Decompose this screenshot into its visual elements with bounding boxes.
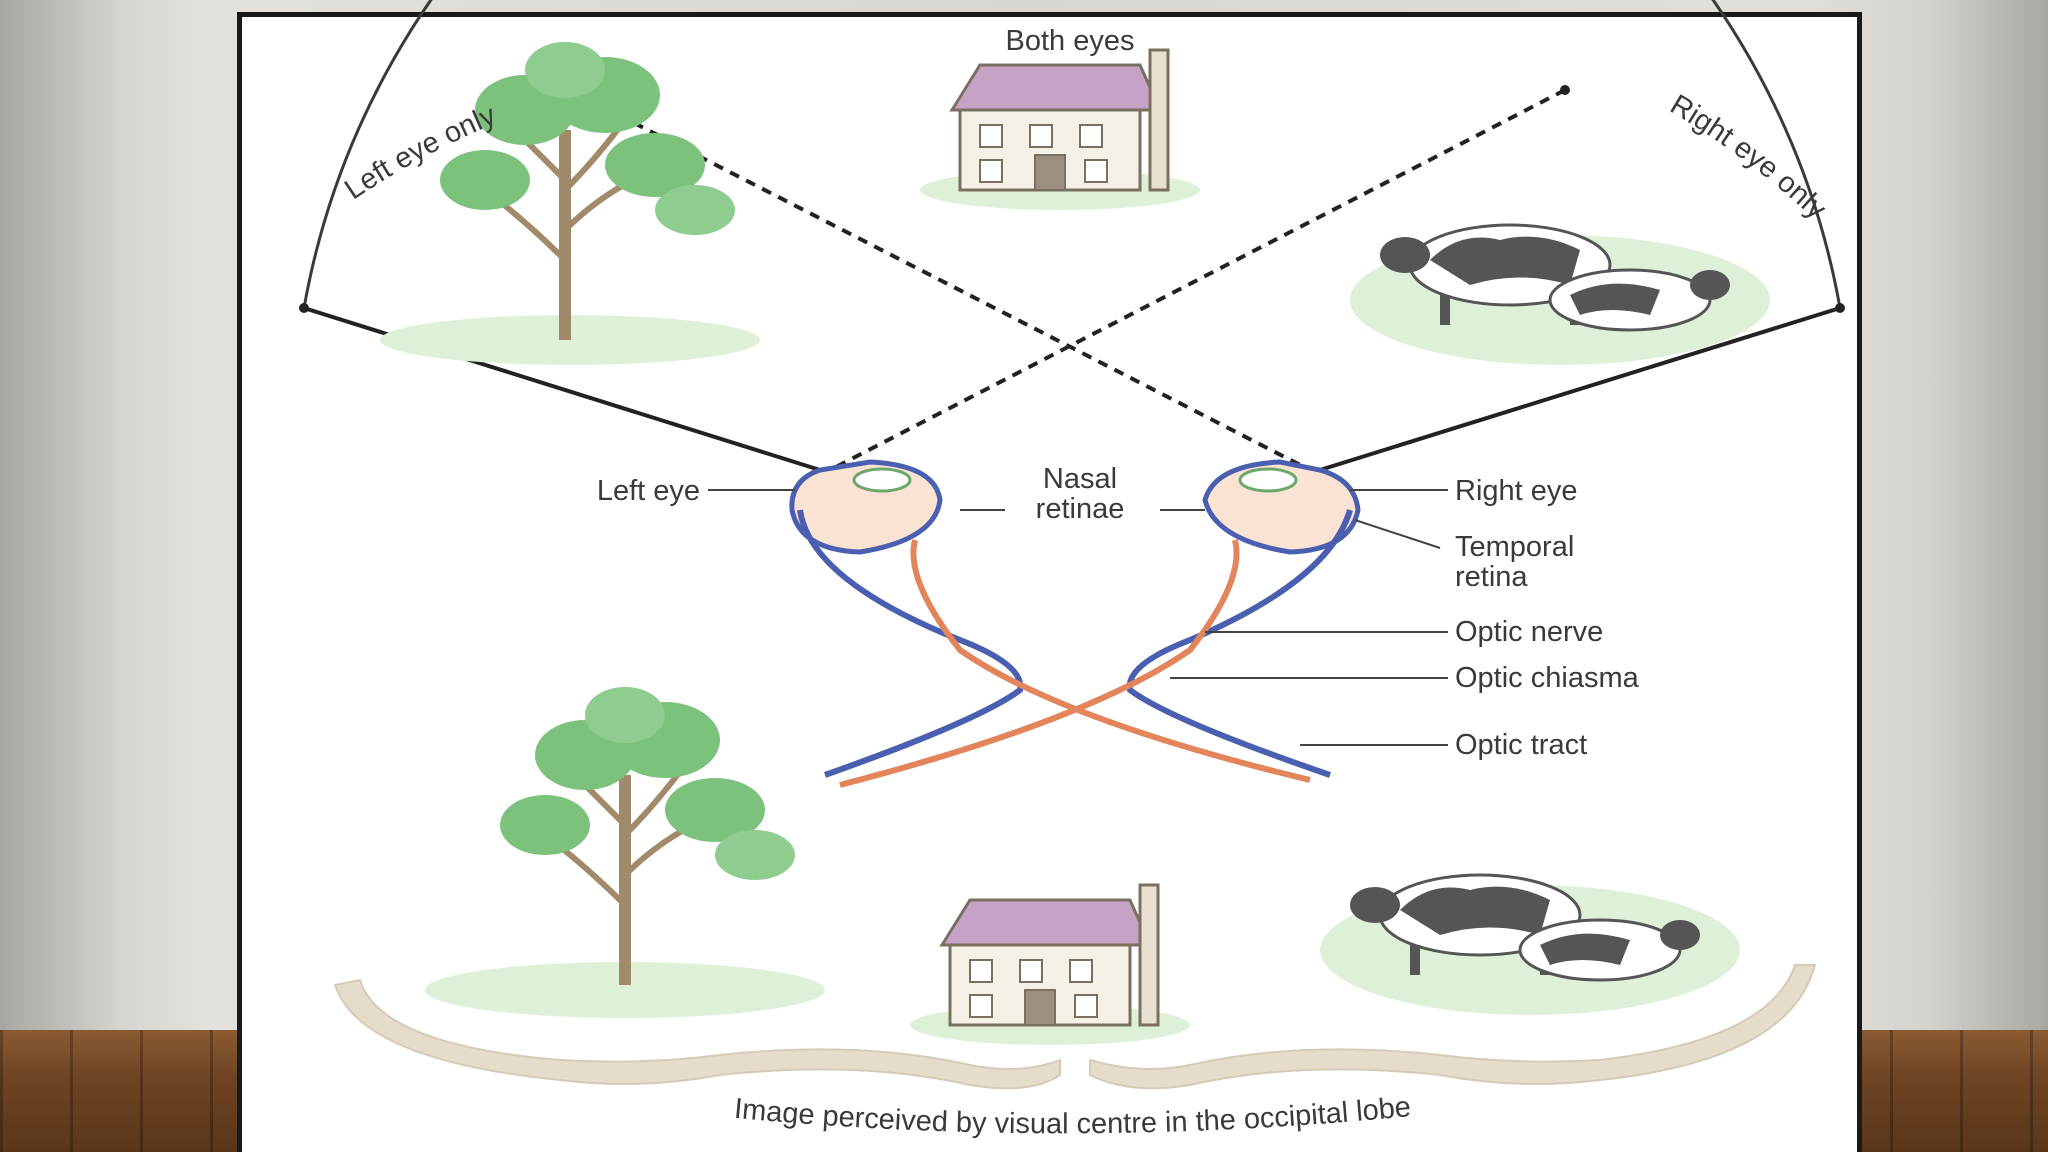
pointer-lines xyxy=(708,489,1448,746)
tree-illustration-bottom xyxy=(500,687,795,985)
left-eye-label: Left eye xyxy=(597,475,700,507)
nasal-retinae-label-line1: Nasal xyxy=(1043,463,1117,495)
tree-illustration-top xyxy=(440,42,735,340)
optic-tract-label: Optic tract xyxy=(1455,729,1587,761)
left-eyeball xyxy=(789,459,943,555)
right-nasal-pathway xyxy=(839,539,1240,788)
cows-illustration-bottom xyxy=(1318,873,1742,1017)
right-eyeball xyxy=(1202,459,1361,555)
temporal-retina-label-line1: Temporal xyxy=(1455,531,1574,563)
right-occipital-cortex xyxy=(1089,964,1817,1090)
right-eye-dashed-line xyxy=(829,88,1566,472)
house-illustration-top xyxy=(918,48,1202,212)
left-occipital-cortex xyxy=(333,978,1061,1090)
occipital-caption: Image perceived by visual centre in the … xyxy=(733,1091,1412,1140)
nasal-retinae-label-line2: retinae xyxy=(1036,493,1125,525)
temporal-retina-label-line2: retina xyxy=(1455,561,1528,593)
right-field-boundary-line xyxy=(1319,306,1841,472)
left-nasal-pathway xyxy=(910,539,1311,783)
right-eye-only-label: Right eye only xyxy=(1665,89,1833,226)
right-temporal-pathway xyxy=(1126,509,1353,778)
optic-chiasma-label: Optic chiasma xyxy=(1455,662,1640,694)
left-lens xyxy=(852,467,912,493)
optic-nerve-label: Optic nerve xyxy=(1455,616,1603,648)
house-illustration-bottom xyxy=(908,883,1192,1047)
cows-illustration-top xyxy=(1348,223,1772,367)
right-eye-label: Right eye xyxy=(1455,475,1578,507)
left-temporal-pathway xyxy=(797,509,1024,778)
both-eyes-label: Both eyes xyxy=(1006,25,1135,57)
left-eye-dashed-line xyxy=(569,88,1311,472)
bottom-left-ground xyxy=(425,962,825,1018)
right-lens xyxy=(1238,467,1298,493)
